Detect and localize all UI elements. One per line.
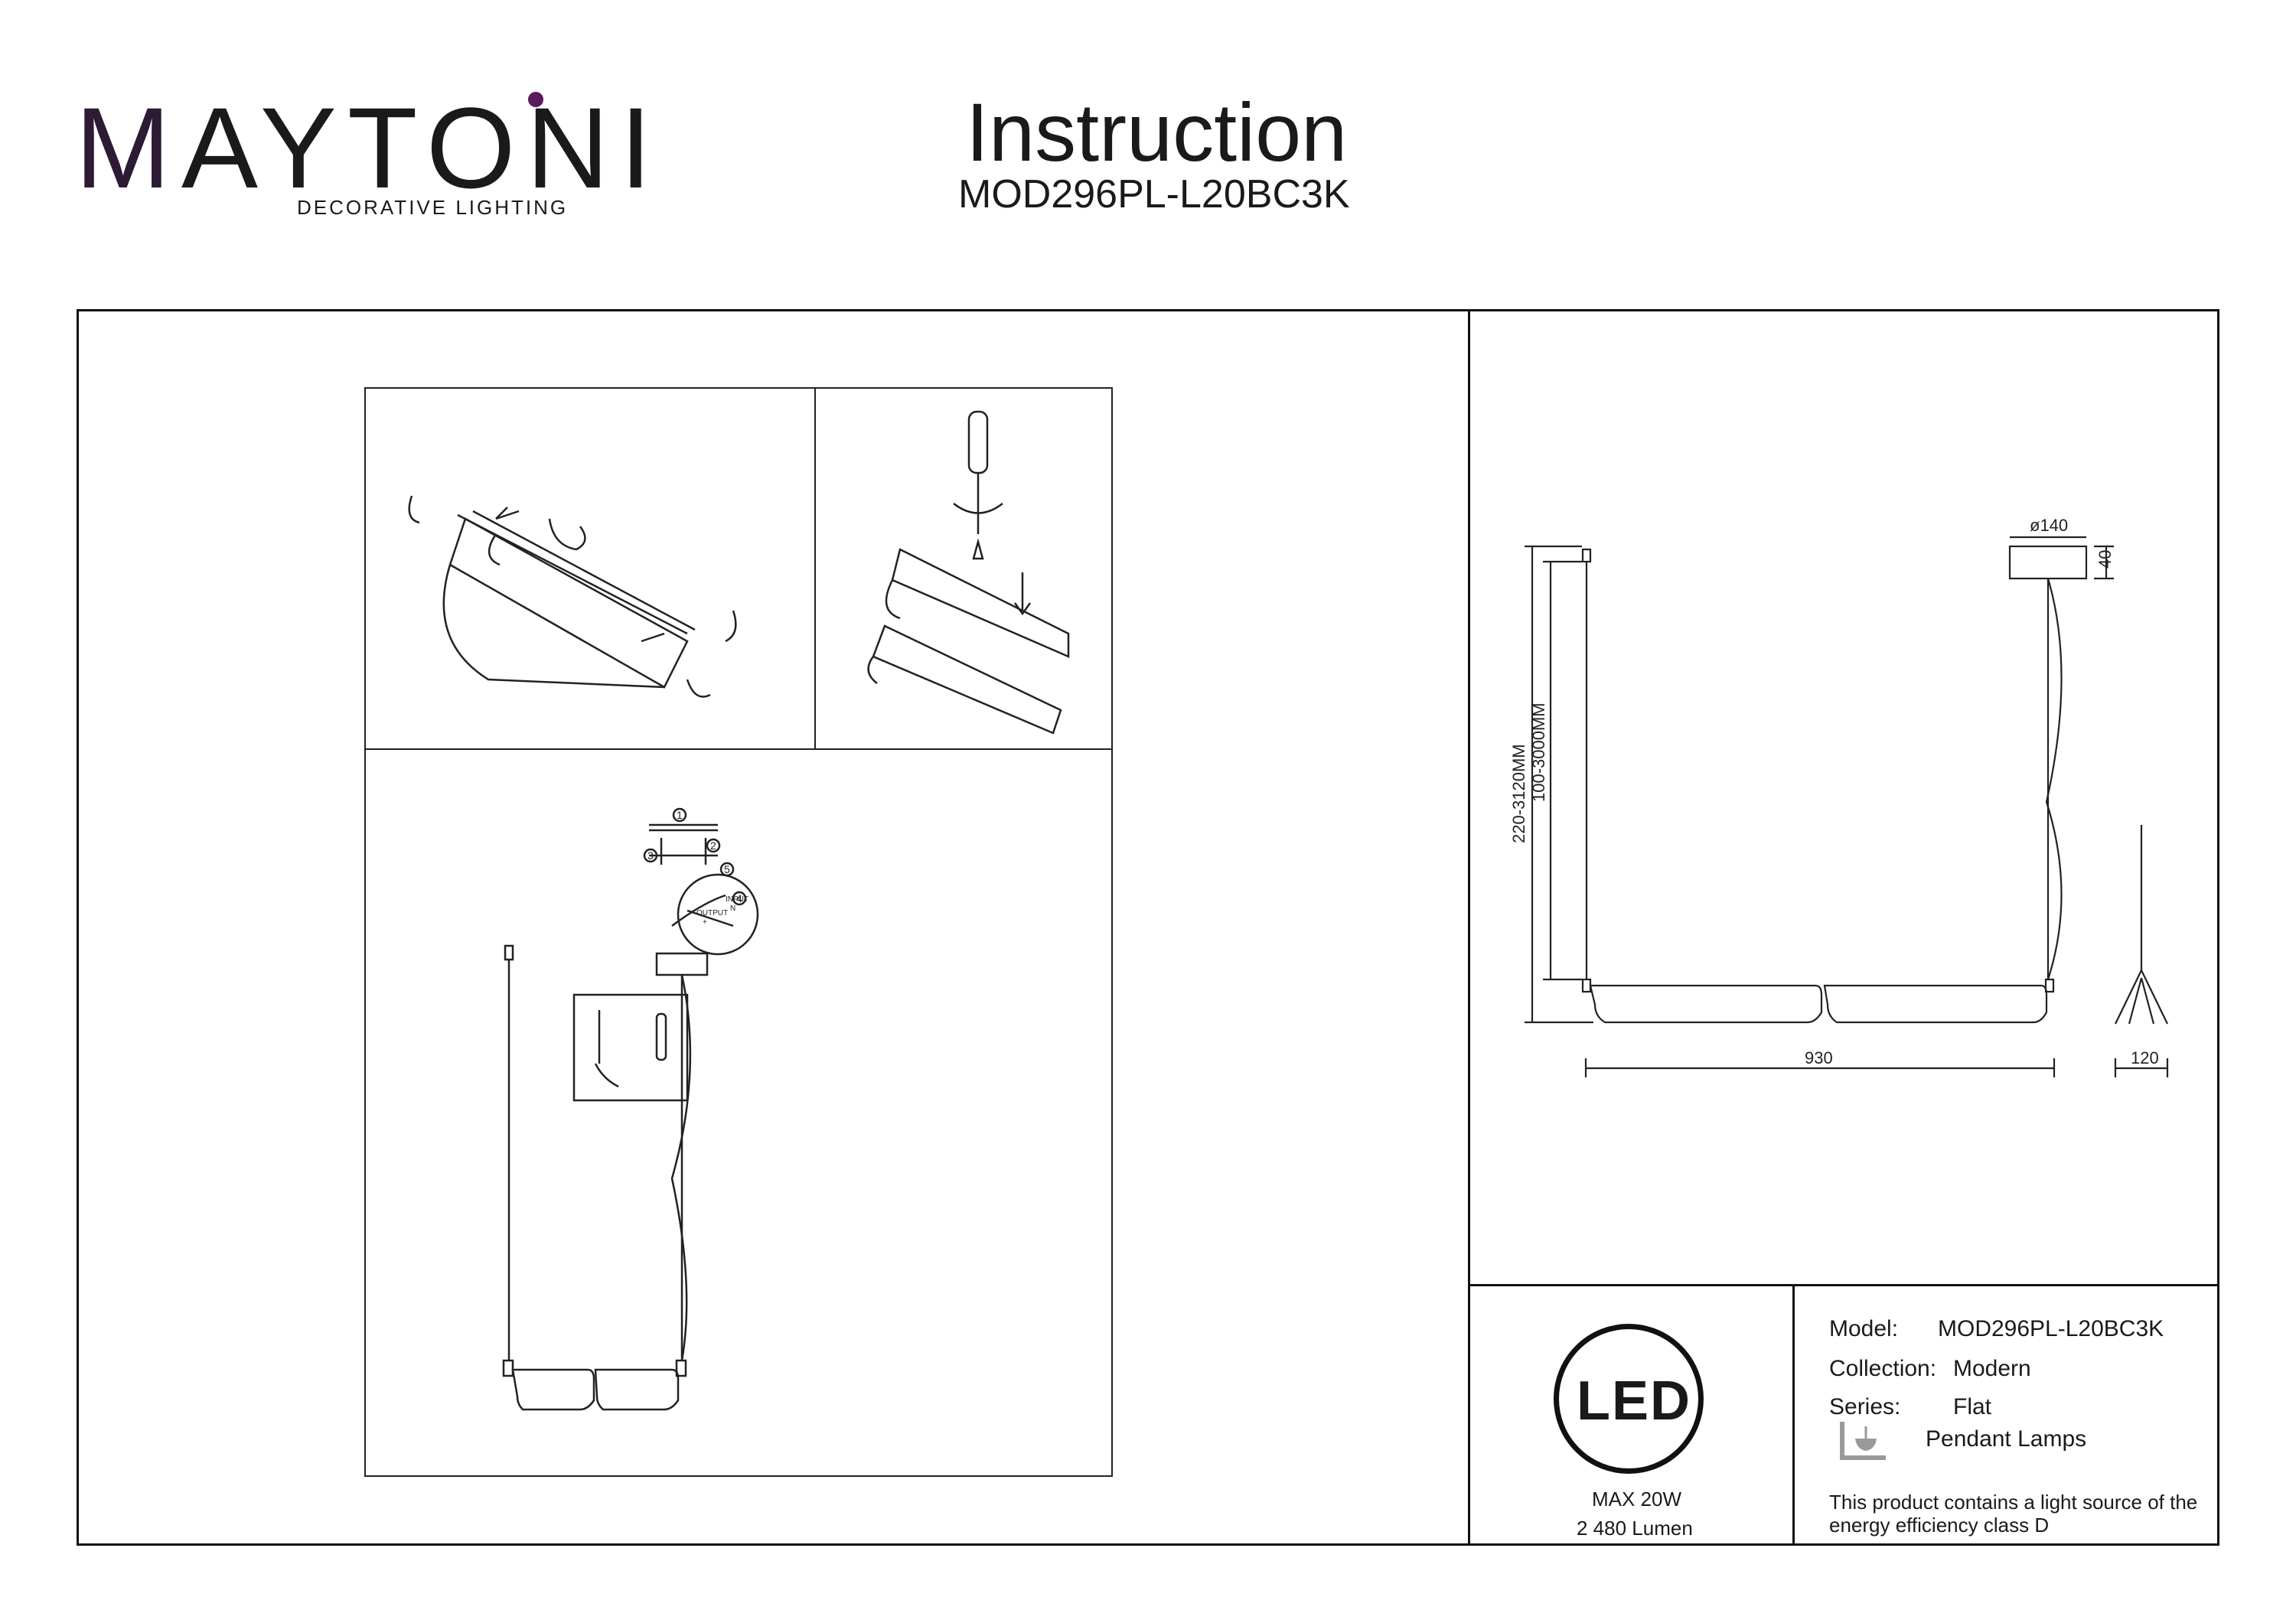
installation-panel: 1 2 3 4 5 OUTPUT INPUT N +	[364, 748, 1113, 1477]
frame-vertical-divider	[1468, 309, 1470, 1546]
led-power: MAX 20W	[1592, 1488, 1682, 1511]
logo-accent-dot	[528, 92, 543, 107]
pendant-lamp-icon	[1840, 1422, 1886, 1460]
info-divider	[1792, 1284, 1795, 1546]
callout-3: 3	[647, 849, 654, 862]
callout-5: 5	[724, 863, 730, 875]
page-model-code: MOD296PL-L20BC3K	[958, 172, 1350, 217]
connector-n-label: N	[730, 904, 735, 913]
installation-illustration: 1 2 3 4 5 OUTPUT INPUT N +	[502, 807, 759, 1411]
callout-2: 2	[710, 839, 716, 852]
callout-1: 1	[677, 809, 683, 821]
brand-tagline: DECORATIVE LIGHTING	[297, 196, 569, 219]
brand-logo: MAYTONI	[75, 83, 663, 212]
assembly-step-panel-2	[814, 387, 1113, 750]
dimension-drawing: ø140 40 220-3120MM 100-3000MM 930 120	[1471, 312, 2218, 1282]
energy-note-line1: This product contains a light source of …	[1829, 1491, 2198, 1514]
spec-series-label: Series:	[1829, 1394, 1901, 1419]
spec-model-value: MOD296PL-L20BC3K	[1938, 1316, 2164, 1341]
led-logo-circle	[1554, 1324, 1704, 1474]
dim-total-height: 220-3120MM	[1509, 744, 1528, 843]
dimension-drawing-svg: ø140 40 220-3120MM 100-3000MM 930 120	[1509, 516, 2169, 1077]
connector-output-label: OUTPUT	[696, 909, 728, 917]
energy-note-line2: energy efficiency class D	[1829, 1514, 2050, 1537]
dim-diameter: ø140	[2030, 516, 2068, 535]
led-lumen: 2 480 Lumen	[1577, 1517, 1693, 1540]
dim-cable-length: 100-3000MM	[1529, 702, 1548, 802]
main-frame	[77, 309, 2219, 1546]
spec-type-value: Pendant Lamps	[1926, 1426, 2087, 1452]
dim-canopy-height: 40	[2095, 550, 2115, 569]
connector-input-label: INPUT	[726, 895, 748, 904]
dim-depth: 120	[2131, 1048, 2159, 1067]
connector-plus-label: +	[703, 918, 707, 927]
spec-series-value: Flat	[1953, 1394, 1992, 1419]
callout-4: 4	[736, 892, 742, 904]
page-title: Instruction	[966, 86, 1348, 178]
shade-clip-assembly-illustration	[408, 495, 737, 698]
spec-collection-value: Modern	[1953, 1356, 2031, 1381]
screwdriver-assembly-illustration	[867, 410, 1070, 735]
led-logo-text: LED	[1577, 1370, 1691, 1432]
frame-horizontal-divider	[1468, 1284, 2219, 1286]
spec-model-label: Model:	[1829, 1316, 1899, 1341]
spec-collection-label: Collection:	[1829, 1356, 1937, 1381]
dim-width: 930	[1805, 1048, 1833, 1067]
assembly-step-panel-1	[364, 387, 816, 750]
